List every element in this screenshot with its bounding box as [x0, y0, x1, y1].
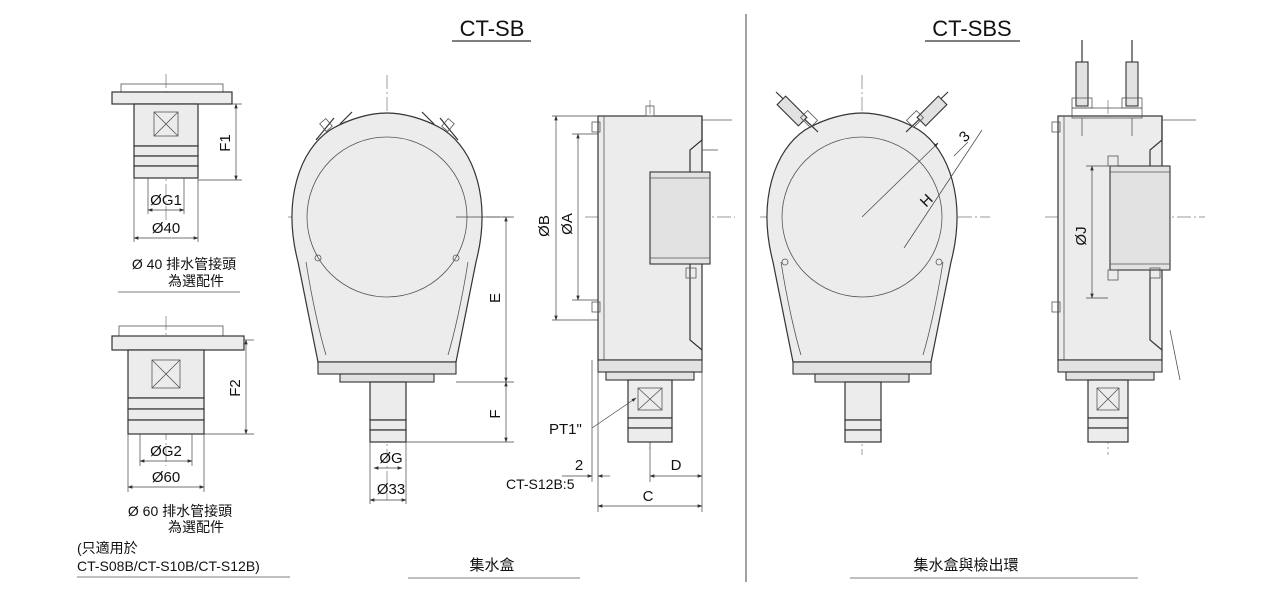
drain-fitting-60-drawing: F2 ØG2 Ø60 Ø 60 排水管接頭 為選配件 (只適用於 CT-S08B… — [77, 316, 290, 578]
dim-2: 2 — [575, 457, 583, 474]
dim-40: Ø40 — [152, 220, 180, 237]
dim-j: ØJ — [1073, 226, 1090, 245]
ct-sbs-front-view: H 3 — [760, 75, 990, 455]
ct-sb-side-view: ØB ØA PT1" 2 CT-S12B:5 D C — [506, 100, 735, 512]
dim-a: ØA — [559, 213, 576, 235]
dim-c: C — [643, 488, 654, 505]
dim-3: 3 — [956, 128, 974, 146]
note-60-line2: 為選配件 — [168, 519, 224, 535]
ct-sb-front-view: E F ØG Ø33 — [288, 75, 514, 504]
note-40-line1: Ø 40 排水管接頭 — [132, 256, 236, 272]
dim-b: ØB — [536, 215, 553, 237]
ct-sbs-side-view: ØJ — [1045, 40, 1205, 455]
dim-60: Ø60 — [152, 469, 180, 486]
note-applies-line2: CT-S08B/CT-S10B/CT-S12B) — [77, 558, 260, 574]
dim-s12b: CT-S12B:5 — [506, 476, 575, 492]
dim-g1: ØG1 — [150, 192, 182, 209]
label-pt1: PT1" — [549, 421, 582, 438]
dim-g: ØG — [379, 450, 402, 467]
caption-ct-sb: 集水盒 — [469, 557, 514, 574]
note-applies-line1: (只適用於 — [77, 540, 138, 556]
title-ct-sb-text: CT-SB — [460, 16, 525, 41]
title-ct-sb: CT-SB — [452, 16, 531, 42]
dim-33: Ø33 — [377, 481, 405, 498]
dim-g2: ØG2 — [150, 443, 182, 460]
dim-f1: F1 — [217, 134, 234, 152]
title-ct-sbs-text: CT-SBS — [932, 16, 1011, 41]
note-40-line2: 為選配件 — [168, 273, 224, 289]
drain-fitting-40-drawing: F1 ØG1 Ø40 Ø 40 排水管接頭 為選配件 — [111, 74, 242, 293]
dim-f: F — [487, 409, 504, 418]
dim-d: D — [671, 457, 682, 474]
dim-e: E — [487, 293, 504, 303]
caption-ct-sbs: 集水盒與檢出環 — [913, 557, 1018, 574]
title-ct-sbs: CT-SBS — [925, 16, 1020, 42]
dim-f2: F2 — [227, 379, 244, 397]
note-60-line1: Ø 60 排水管接頭 — [128, 503, 232, 519]
